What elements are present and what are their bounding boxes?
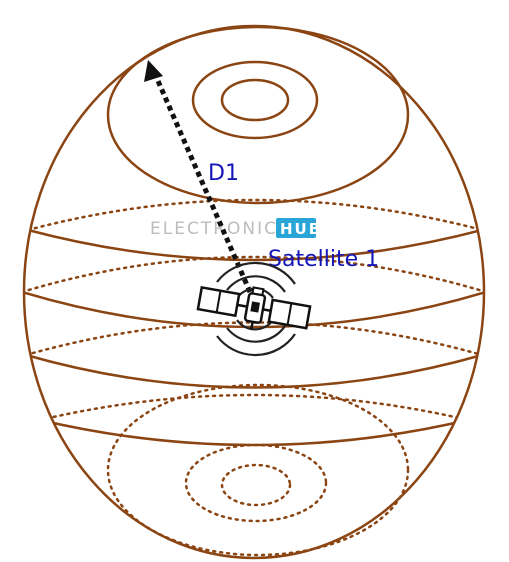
latitude-band-2-back (24, 255, 484, 294)
signal-waves-icon (216, 261, 296, 357)
north-ring-outer (106, 25, 410, 205)
south-ring-middle (184, 443, 328, 523)
watermark-badge (276, 218, 316, 238)
latitude-band-1-back (26, 198, 484, 232)
latitude-band-1-front (27, 228, 483, 262)
watermark-badge-text: HUB (280, 220, 322, 238)
right-solar-panel (262, 298, 312, 330)
satellite-label: Satellite 1 (268, 247, 379, 272)
watermark-text: ELECTRONICS (150, 219, 291, 239)
latitude-band-4-front (39, 418, 469, 447)
satellite-body (243, 286, 267, 330)
latitude-band-4-back (38, 393, 470, 422)
latitude-band-3-front (25, 353, 483, 389)
watermark: ELECTRONICS HUB (150, 218, 322, 239)
distance-arrow (152, 73, 253, 293)
south-pole-rings (106, 383, 410, 557)
distance-label: D1 (208, 161, 239, 186)
north-ring-inner (220, 78, 290, 122)
latitude-band-2-front (24, 290, 484, 329)
north-pole-rings (106, 25, 410, 205)
south-ring-inner (220, 463, 292, 507)
north-ring-middle (191, 60, 319, 140)
left-solar-panel (196, 285, 248, 318)
south-ring-outer (106, 383, 410, 557)
latitude-lines (24, 198, 484, 447)
satellite-icon (196, 261, 312, 357)
arrow-head (144, 60, 163, 82)
